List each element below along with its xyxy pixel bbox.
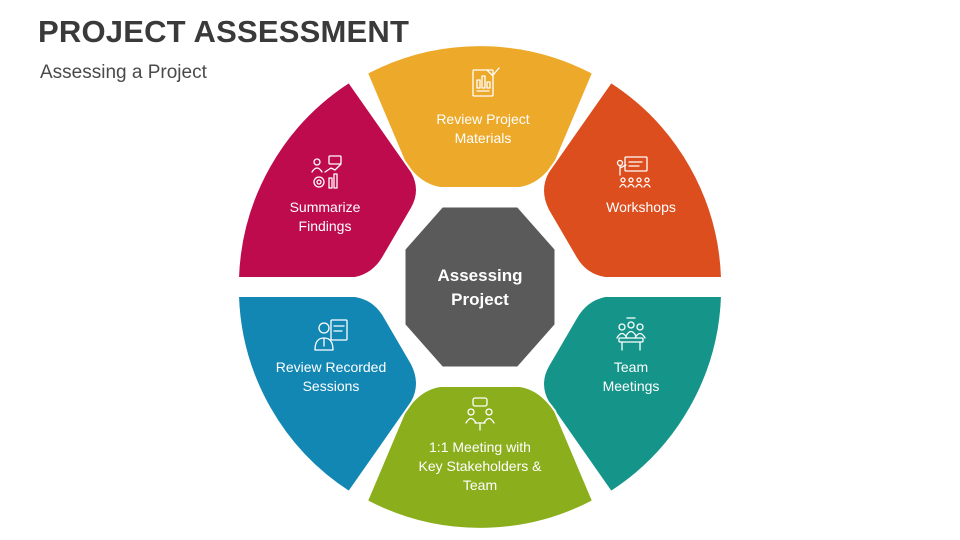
segment-label-one-on-one-line2: Key Stakeholders & [419,458,543,474]
segment-label-review-materials-line2: Materials [455,130,512,146]
segment-workshops: Workshops [542,80,724,279]
page-title: PROJECT ASSESSMENT [38,14,410,49]
segment-label-team-meetings-line2: Meetings [603,378,660,394]
segment-label-team-meetings-line1: Team [614,359,648,375]
center-label-line2: Project [451,290,509,309]
one-on-one-icon [465,397,495,431]
team-meeting-icon [616,317,646,351]
segment-label-workshops-line1: Workshops [606,199,676,215]
center-hexagon [402,204,558,370]
document-chart-icon [472,67,500,97]
segment-label-recorded-sessions-line2: Sessions [303,378,360,394]
presenter-screen-icon [314,319,348,351]
segment-label-summarize-line1: Summarize [290,199,361,215]
segment-shape-recorded-sessions [236,295,418,494]
center-label-line1: Assessing [437,266,522,285]
presentation-audience-icon [616,156,651,188]
segment-label-one-on-one-line3: Team [463,477,497,493]
segment-label-recorded-sessions-line1: Review Recorded [276,359,387,375]
segment-shape-summarize [236,80,418,279]
analysis-findings-icon [311,155,342,189]
page-subtitle: Assessing a Project [40,62,207,83]
center-hub: Assessing Project [402,204,558,370]
segment-label-review-materials-line1: Review Project [436,111,529,127]
segment-label-summarize-line2: Findings [299,218,352,234]
segment-label-one-on-one-line1: 1:1 Meeting with [429,439,531,455]
